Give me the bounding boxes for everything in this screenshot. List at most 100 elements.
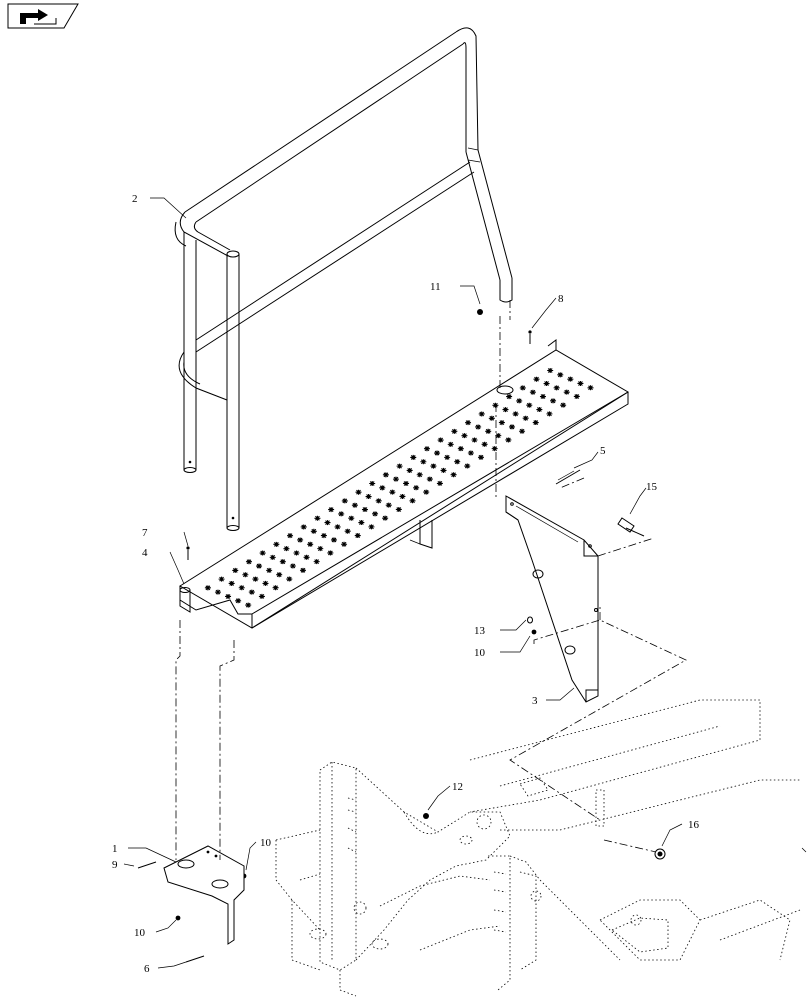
grip-hole	[444, 454, 451, 460]
grip-hole	[330, 537, 337, 543]
grip-hole	[557, 372, 564, 378]
grip-hole	[344, 528, 351, 534]
grip-hole	[498, 420, 505, 426]
grip-hole	[338, 511, 345, 517]
grip-hole	[351, 502, 358, 508]
grip-hole	[355, 489, 362, 495]
grip-hole	[375, 498, 382, 504]
grip-hole	[467, 450, 474, 456]
grip-hole	[327, 550, 334, 556]
grip-hole	[286, 576, 293, 582]
fasteners	[137, 309, 666, 963]
grip-hole	[228, 580, 235, 586]
grip-hole	[303, 554, 310, 560]
grip-hole	[385, 502, 392, 508]
handrail	[174, 27, 513, 531]
grip-hole	[526, 402, 533, 408]
grip-hole	[471, 437, 478, 443]
page-turn-arrow-icon[interactable]	[7, 3, 79, 29]
step-platform	[179, 339, 629, 629]
grip-hole	[313, 559, 320, 565]
grip-hole	[258, 593, 265, 599]
grip-hole	[477, 454, 484, 460]
side-bracket	[505, 495, 599, 703]
callout-13: 13	[474, 625, 486, 637]
grip-hole	[488, 415, 495, 421]
grip-hole	[475, 424, 482, 430]
grip-hole	[248, 589, 255, 595]
grip-hole	[406, 467, 413, 473]
grip-hole	[505, 437, 512, 443]
grip-hole	[553, 385, 560, 391]
grip-hole	[546, 411, 553, 417]
callout-2: 2	[132, 193, 138, 205]
grip-hole	[416, 472, 423, 478]
callout-5: 5	[600, 445, 606, 457]
grip-hole	[550, 398, 557, 404]
grip-hole	[389, 489, 396, 495]
grip-hole	[358, 520, 365, 526]
grip-hole	[320, 533, 327, 539]
grip-hole	[437, 437, 444, 443]
callout-9: 9	[112, 859, 118, 871]
grip-hole	[430, 463, 437, 469]
grip-hole	[492, 402, 499, 408]
grip-hole	[539, 394, 546, 400]
grip-hole	[341, 498, 348, 504]
grip-hole	[334, 524, 341, 530]
grip-hole	[478, 411, 485, 417]
grip-hole	[454, 459, 461, 465]
callout-3: 3	[532, 695, 538, 707]
grip-hole	[379, 485, 386, 491]
grip-hole	[485, 428, 492, 434]
grip-hole	[464, 463, 471, 469]
callout-6: 6	[144, 963, 150, 975]
grip-hole	[410, 454, 417, 460]
grip-hole	[547, 368, 554, 374]
grip-hole	[365, 494, 372, 500]
grip-hole	[232, 567, 239, 573]
corner-mark	[801, 847, 807, 853]
grip-hole	[533, 376, 540, 382]
leader-lines	[123, 197, 683, 969]
grip-hole	[403, 480, 410, 486]
grip-hole	[328, 507, 335, 513]
grip-hole	[273, 541, 280, 547]
grip-hole	[465, 420, 472, 426]
grip-hole	[577, 380, 584, 386]
grip-hole	[481, 441, 488, 447]
grip-hole	[293, 550, 300, 556]
callout-12: 12	[452, 781, 463, 793]
grip-hole	[369, 481, 376, 487]
grip-hole	[283, 546, 290, 552]
grip-hole	[289, 563, 296, 569]
grip-hole	[461, 433, 468, 439]
grip-hole	[361, 507, 368, 513]
grip-hole	[372, 511, 379, 517]
grip-hole	[310, 528, 317, 534]
grip-hole	[434, 450, 441, 456]
grip-hole	[536, 407, 543, 413]
grip-hole	[392, 476, 399, 482]
grip-hole	[413, 485, 420, 491]
callout-10-right: 10	[260, 837, 272, 849]
grip-hole	[519, 385, 526, 391]
grip-hole	[529, 389, 536, 395]
grip-hole	[457, 446, 464, 452]
grip-hole	[368, 524, 375, 530]
callout-11: 11	[430, 281, 441, 293]
grip-hole	[396, 463, 403, 469]
grip-hole	[440, 467, 447, 473]
grip-hole	[245, 559, 252, 565]
grip-hole	[491, 446, 498, 452]
callout-7: 7	[142, 527, 148, 539]
tractor-frame	[275, 699, 801, 997]
grip-hole	[324, 520, 331, 526]
grip-hole	[395, 506, 402, 512]
grip-hole	[299, 567, 306, 573]
grip-hole	[348, 515, 355, 521]
callout-15: 15	[646, 481, 658, 493]
grip-hole	[423, 489, 430, 495]
grip-hole	[519, 428, 526, 434]
